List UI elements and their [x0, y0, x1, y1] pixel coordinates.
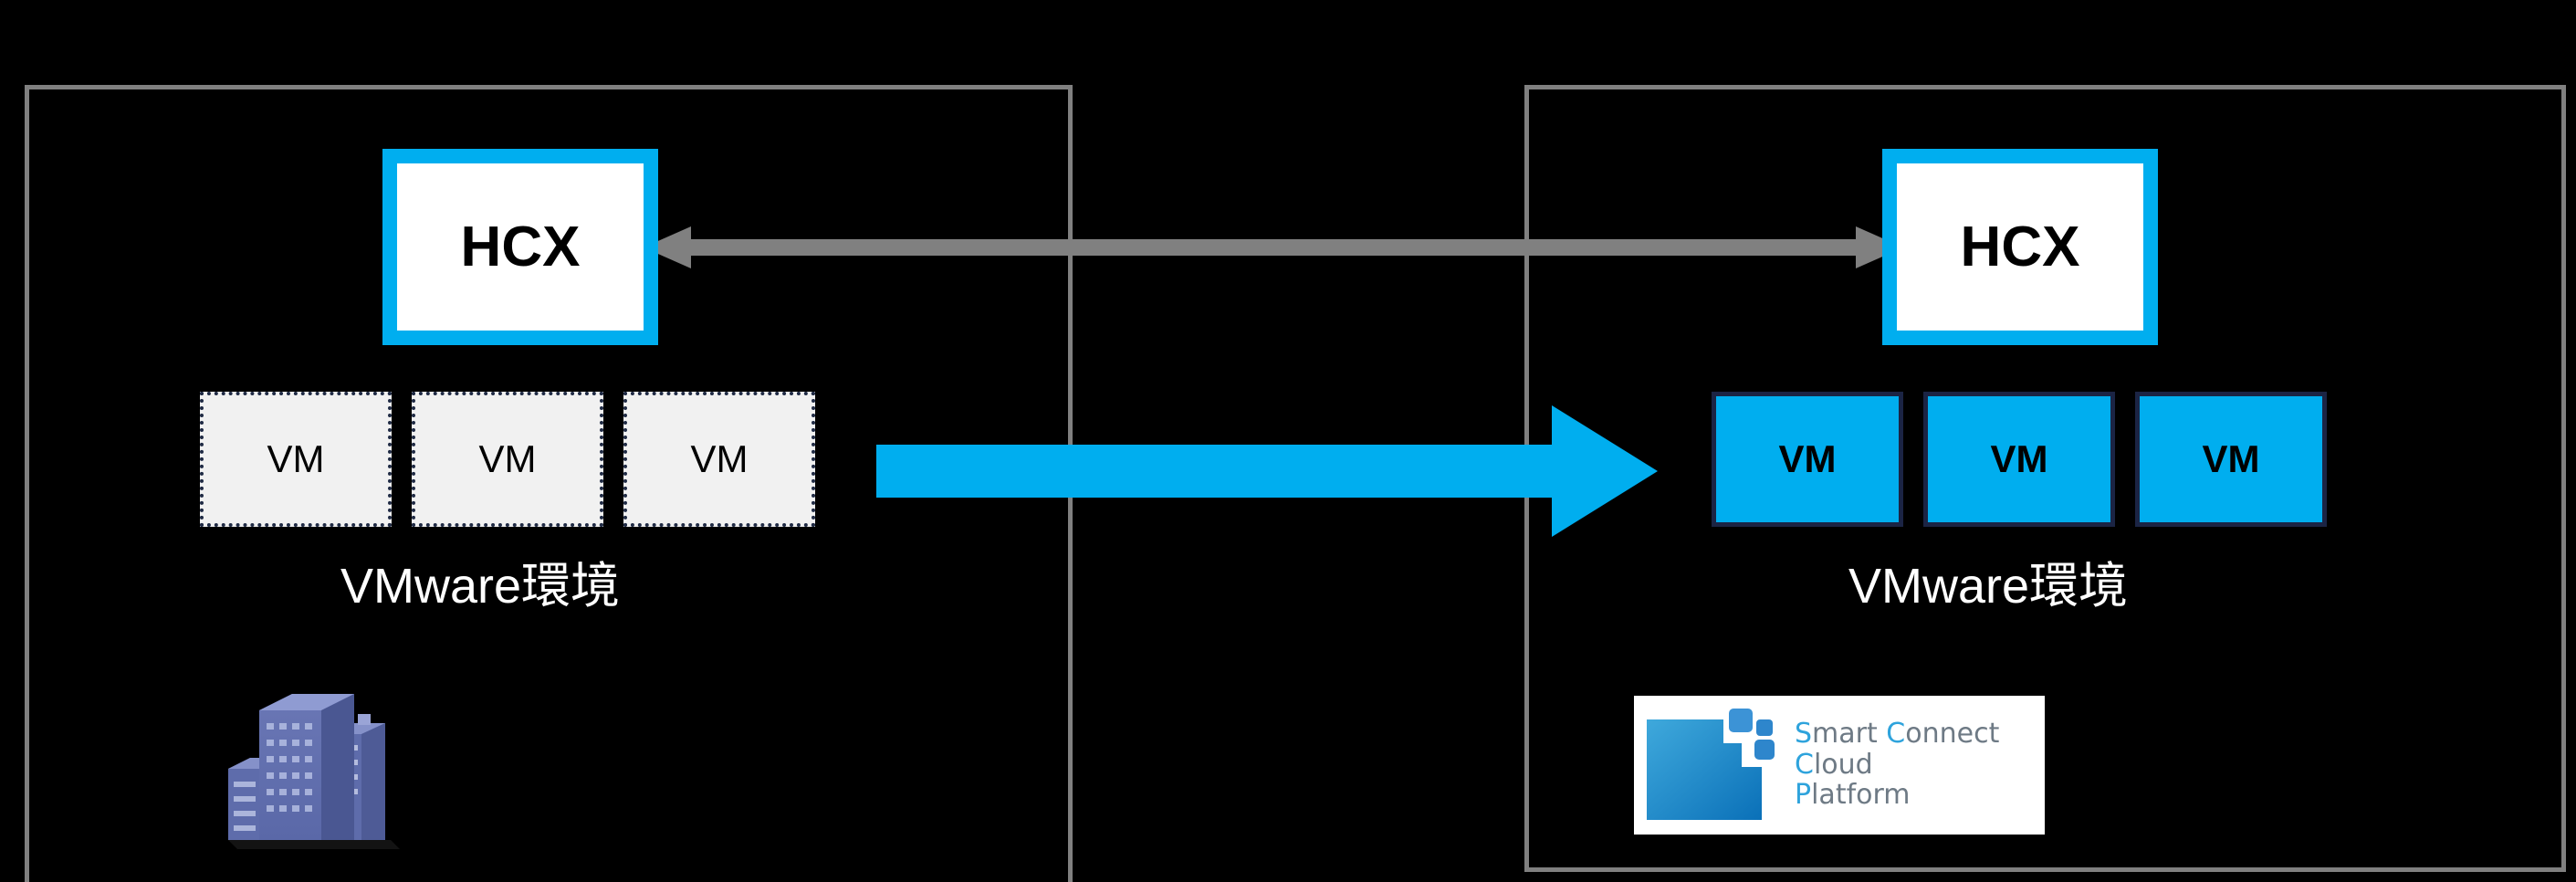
- vm-group-onprem: VM VM VM: [200, 392, 815, 527]
- vm-label: VM: [690, 437, 749, 480]
- scp-line-3: Platform: [1795, 779, 1911, 812]
- vm-label: VM: [2202, 437, 2260, 480]
- vm-box-cloud-3[interactable]: VM: [2135, 392, 2327, 527]
- office-building-icon: [228, 694, 400, 849]
- scp-line-2: Cloud: [1795, 748, 1873, 781]
- vm-label: VM: [1990, 437, 2048, 480]
- hcx-appliance-onprem[interactable]: HCX: [382, 149, 658, 345]
- vm-box-cloud-2[interactable]: VM: [1923, 392, 2115, 527]
- hcx-appliance-cloud-body: HCX: [1897, 163, 2143, 331]
- vm-label: VM: [478, 437, 537, 480]
- env-caption-onprem: VMware環境: [340, 559, 621, 614]
- smartconnect-cloud-platform-logo: Smart Connect Cloud Platform: [1634, 696, 2045, 835]
- hcx-label-onprem: HCX: [460, 215, 581, 278]
- vm-box-onprem-2[interactable]: VM: [412, 392, 603, 527]
- vm-migration-arrow: [876, 405, 1658, 537]
- hcx-label-cloud: HCX: [1960, 215, 2080, 278]
- vm-box-cloud-1[interactable]: VM: [1712, 392, 1903, 527]
- vm-box-onprem-3[interactable]: VM: [623, 392, 815, 527]
- hcx-site-pairing-arrow: [644, 226, 1903, 268]
- vm-box-onprem-1[interactable]: VM: [200, 392, 392, 527]
- hcx-appliance-cloud[interactable]: HCX: [1882, 149, 2158, 345]
- vm-group-cloud: VM VM VM: [1712, 392, 2327, 527]
- env-caption-cloud: VMware環境: [1848, 559, 2129, 614]
- scp-logo-wordmark: Smart Connect Cloud Platform: [1795, 718, 2000, 812]
- vm-label: VM: [1778, 437, 1837, 480]
- hcx-appliance-onprem-body: HCX: [397, 163, 644, 331]
- scp-line-1: Smart Connect: [1795, 718, 2000, 751]
- vm-label: VM: [267, 437, 325, 480]
- scp-logo-mark-icon: [1647, 709, 1775, 820]
